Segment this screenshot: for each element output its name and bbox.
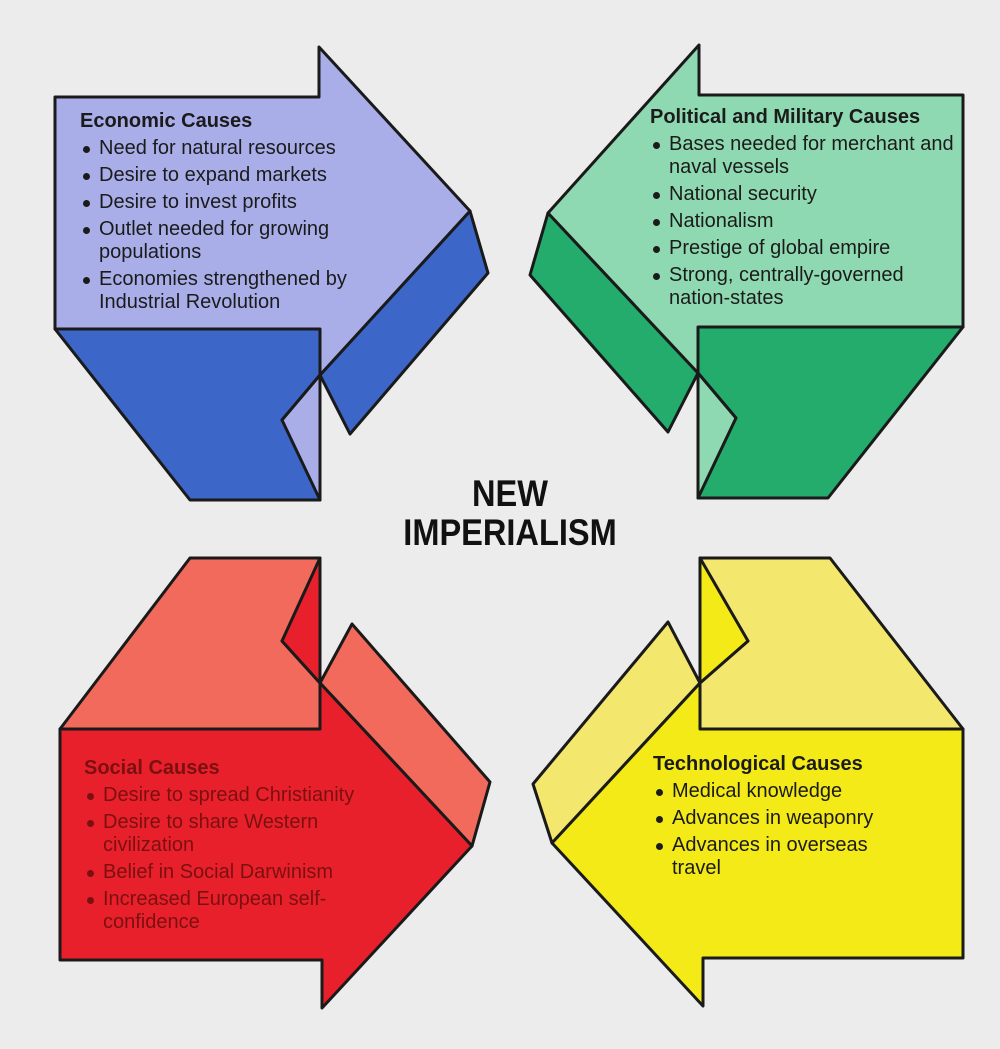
technological-causes-list: Medical knowledge Advances in weaponry A… (653, 780, 953, 880)
social-arrow (58, 556, 492, 1010)
list-item: Advances in weaponry (653, 807, 953, 830)
social-arrow-top-face (58, 556, 322, 731)
technological-arrow (531, 556, 965, 1008)
list-item: Desire to share Western civilization (84, 811, 373, 857)
list-item: Desire to invest profits (80, 191, 420, 214)
list-item: Increased European self-confidence (84, 888, 333, 934)
technological-arrow-tab (698, 556, 750, 685)
list-item: Advances in overseas travel (653, 834, 912, 880)
title-line-imperialism: IMPERIALISM (403, 512, 617, 553)
list-item: National security (650, 183, 970, 206)
list-item: Outlet needed for growing populations (80, 218, 389, 264)
economic-arrow-tab (280, 373, 322, 502)
technological-causes-panel: Technological Causes Medical knowledge A… (653, 752, 953, 884)
list-item: Bases needed for merchant and naval vess… (650, 133, 959, 179)
economic-arrow (53, 45, 490, 502)
economic-arrow-face (53, 45, 472, 377)
political-military-causes-title: Political and Military Causes (650, 106, 921, 128)
economic-causes-title: Economic Causes (80, 110, 253, 132)
list-item: Need for natural resources (80, 137, 420, 160)
list-item: Belief in Social Darwinism (84, 861, 414, 884)
list-item: Nationalism (650, 210, 970, 233)
technological-arrow-face (550, 681, 965, 1008)
title-line-new: NEW (472, 473, 548, 514)
list-item: Desire to spread Christianity (84, 784, 414, 807)
social-arrow-tab (280, 556, 322, 685)
list-item: Strong, centrally-governed nation-states (650, 264, 969, 310)
list-item: Medical knowledge (653, 780, 953, 803)
social-arrow-face (58, 681, 474, 1010)
political-military-causes-panel: Political and Military Causes Bases need… (650, 105, 970, 314)
political-military-causes-list: Bases needed for merchant and naval vess… (650, 133, 970, 310)
social-causes-list: Desire to spread Christianity Desire to … (84, 784, 414, 934)
economic-causes-list: Need for natural resources Desire to exp… (80, 137, 420, 314)
page-title: NEW IMPERIALISM (378, 474, 642, 552)
list-item: Desire to expand markets (80, 164, 420, 187)
list-item: Economies strengthened by Industrial Rev… (80, 268, 379, 314)
social-causes-panel: Social Causes Desire to spread Christian… (84, 756, 414, 938)
technological-causes-title: Technological Causes (653, 753, 863, 775)
economic-causes-panel: Economic Causes Need for natural resourc… (80, 109, 420, 318)
economic-arrow-bottom-face (53, 327, 322, 502)
political-arrow (528, 43, 965, 500)
list-item: Prestige of global empire (650, 237, 970, 260)
political-arrow-bottom-face (696, 325, 965, 500)
political-arrow-tab (696, 371, 738, 500)
social-causes-title: Social Causes (84, 757, 220, 779)
political-arrow-face (546, 43, 965, 375)
